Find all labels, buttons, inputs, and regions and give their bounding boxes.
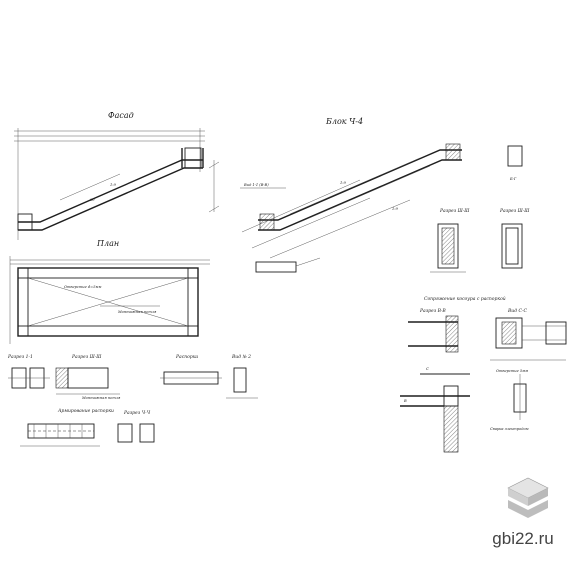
rebar-title: Армирование распорки — [57, 408, 114, 414]
mark-b: В — [403, 399, 407, 403]
section-bg-label: Б-Г — [509, 177, 517, 181]
rebar-view: Армирование распорки — [20, 408, 114, 447]
section-2-2-left-title: Разрез Ш-Ш — [439, 208, 470, 214]
svg-text:1:9: 1:9 — [340, 181, 346, 185]
svg-text:Вид 1-1 (В-В): Вид 1-1 (В-В) — [243, 183, 269, 187]
block-view: Блок Ч-4 Вид 1-1 (В-В) 1:9 1:9 — [240, 117, 462, 273]
svg-text:1:9: 1:9 — [392, 207, 398, 211]
section-bg: Б-Г — [507, 145, 523, 181]
weld-note: Сварка электродом — [490, 427, 529, 431]
svg-text:Отверстие 5мм: Отверстие 5мм — [496, 369, 528, 373]
section-3-3-title: Разрез Ш-Ш — [71, 354, 102, 360]
facade-title: Фасад — [108, 111, 134, 120]
view-c-c-title: Вид С-С — [507, 308, 527, 314]
stacked-slabs-icon — [507, 477, 549, 518]
watermark-site: gbi22.ru — [492, 529, 554, 548]
view-2-2-title: Вид № 2 — [231, 354, 251, 360]
svg-text:Монтажная петля: Монтажная петля — [117, 310, 157, 314]
svg-text:90: 90 — [90, 198, 95, 202]
facade-view: Фасад 1:9 90 — [14, 111, 220, 240]
mark-c-upper: С — [426, 367, 429, 371]
svg-text:1:9: 1:9 — [110, 183, 116, 187]
section-2-2-right-title: Разрез Ш-Ш — [499, 208, 530, 214]
junction-detail: С В Сварка электродом — [400, 367, 529, 453]
section-2-2-right: Разрез Ш-Ш — [499, 208, 530, 269]
section-4-4-title: Разрез Ч-Ч — [123, 410, 151, 416]
junction-title: Сопряжение косоура с распоркой — [424, 296, 506, 302]
svg-text:Монтажная петля: Монтажная петля — [81, 396, 121, 400]
spacer-title: Распорка — [175, 354, 198, 360]
section-b-b-title: Разрез В-В — [419, 308, 446, 314]
opening-note: Отверстие d=5мм — [64, 285, 101, 289]
section-1-1: Разрез 1-1 — [7, 354, 50, 389]
block-title: Блок Ч-4 — [325, 117, 363, 126]
section-2-2-left: Разрез Ш-Ш — [430, 208, 470, 273]
section-4-4: Разрез Ч-Ч — [117, 410, 155, 443]
plan-view: План Отверстие d=5мм Монтажная петля — [9, 239, 210, 344]
section-1-1-title: Разрез 1-1 — [7, 354, 33, 360]
junction-view: Сопряжение косоура с распоркой Разрез В-… — [408, 296, 567, 373]
plan-title: План — [96, 239, 119, 248]
view-2-2: Вид № 2 — [226, 354, 258, 399]
spacer-view: Распорка — [160, 354, 222, 385]
section-3-3: Разрез Ш-Ш Монтажная петля — [55, 354, 121, 400]
